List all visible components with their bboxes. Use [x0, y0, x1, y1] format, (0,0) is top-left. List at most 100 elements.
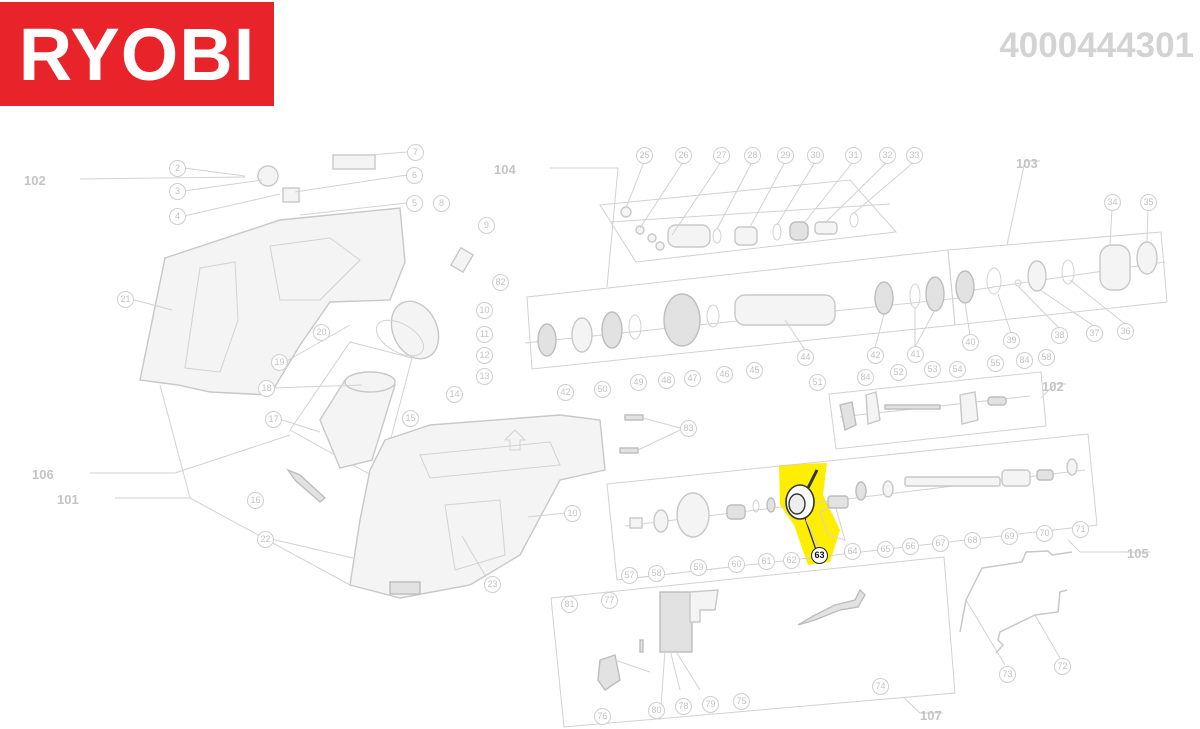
- callout-10[interactable]: 10: [476, 302, 493, 319]
- callout-47[interactable]: 47: [684, 370, 701, 387]
- callout-3[interactable]: 3: [169, 183, 186, 200]
- callout-19[interactable]: 19: [271, 354, 288, 371]
- callout-16[interactable]: 16: [247, 492, 264, 509]
- motor: [319, 371, 396, 469]
- callout-66[interactable]: 66: [902, 538, 919, 555]
- callout-32[interactable]: 32: [879, 147, 896, 164]
- callout-33[interactable]: 33: [906, 147, 923, 164]
- callout-9[interactable]: 9: [478, 217, 495, 234]
- callout-36[interactable]: 36: [1117, 323, 1134, 340]
- callout-58[interactable]: 58: [1038, 349, 1055, 366]
- callout-64[interactable]: 64: [844, 543, 861, 560]
- callout-42[interactable]: 42: [557, 384, 574, 401]
- callout-35[interactable]: 35: [1140, 194, 1157, 211]
- carbon-brush: [624, 414, 644, 421]
- callout-51[interactable]: 51: [809, 374, 826, 391]
- callout-42[interactable]: 42: [867, 347, 884, 364]
- callout-15[interactable]: 15: [402, 410, 419, 427]
- callout-77[interactable]: 77: [601, 592, 618, 609]
- callout-74[interactable]: 74: [872, 678, 889, 695]
- callout-39[interactable]: 39: [1003, 332, 1020, 349]
- group-box-105: [606, 433, 1098, 581]
- callout-62[interactable]: 62: [783, 552, 800, 569]
- callout-81[interactable]: 81: [561, 596, 578, 613]
- callout-61[interactable]: 61: [758, 553, 775, 570]
- callout-67[interactable]: 67: [932, 535, 949, 552]
- callout-46[interactable]: 46: [716, 366, 733, 383]
- callout-27[interactable]: 27: [713, 147, 730, 164]
- callout-60[interactable]: 60: [728, 556, 745, 573]
- callout-14[interactable]: 14: [446, 386, 463, 403]
- callout-30[interactable]: 30: [807, 147, 824, 164]
- callout-17[interactable]: 17: [265, 411, 282, 428]
- callout-52[interactable]: 52: [890, 364, 907, 381]
- callout-26[interactable]: 26: [675, 147, 692, 164]
- group-label-105: 105: [1127, 546, 1149, 561]
- callout-6[interactable]: 6: [406, 167, 423, 184]
- callout-18[interactable]: 18: [258, 380, 275, 397]
- callout-12[interactable]: 12: [476, 347, 493, 364]
- callout-7[interactable]: 7: [407, 144, 424, 161]
- callout-84[interactable]: 84: [857, 369, 874, 386]
- spindle: [734, 294, 836, 326]
- group-label-104: 104: [494, 162, 516, 177]
- callout-59[interactable]: 59: [690, 559, 707, 576]
- callout-45[interactable]: 45: [746, 362, 763, 379]
- callout-49[interactable]: 49: [630, 374, 647, 391]
- callout-71[interactable]: 71: [1072, 521, 1089, 538]
- callout-69[interactable]: 69: [1001, 528, 1018, 545]
- callout-50[interactable]: 50: [594, 381, 611, 398]
- callout-13[interactable]: 13: [476, 368, 493, 385]
- callout-44[interactable]: 44: [797, 349, 814, 366]
- callout-54[interactable]: 54: [949, 361, 966, 378]
- callout-55[interactable]: 55: [987, 355, 1004, 372]
- callout-79[interactable]: 79: [702, 696, 719, 713]
- callout-65[interactable]: 65: [877, 541, 894, 558]
- callout-48[interactable]: 48: [658, 372, 675, 389]
- needle-bearing: [537, 323, 557, 357]
- callout-11[interactable]: 11: [476, 326, 493, 343]
- fan: [390, 300, 440, 360]
- callout-41[interactable]: 41: [907, 346, 924, 363]
- callout-57[interactable]: 57: [621, 567, 638, 584]
- callout-68[interactable]: 68: [964, 532, 981, 549]
- callout-38[interactable]: 38: [1051, 327, 1068, 344]
- callout-40[interactable]: 40: [962, 334, 979, 351]
- group-label-101: 101: [57, 492, 79, 507]
- callout-28[interactable]: 28: [744, 147, 761, 164]
- callout-80[interactable]: 80: [648, 702, 665, 719]
- callout-82[interactable]: 82: [492, 274, 509, 291]
- callout-72[interactable]: 72: [1054, 658, 1071, 675]
- callout-73[interactable]: 73: [999, 666, 1016, 683]
- callout-76[interactable]: 76: [594, 708, 611, 725]
- callout-63[interactable]: 63: [811, 547, 828, 564]
- callout-84[interactable]: 84: [1016, 352, 1033, 369]
- group-label-103: 103: [1016, 156, 1038, 171]
- callout-58[interactable]: 58: [648, 565, 665, 582]
- callout-37[interactable]: 37: [1086, 325, 1103, 342]
- callout-25[interactable]: 25: [636, 147, 653, 164]
- callout-21[interactable]: 21: [117, 291, 134, 308]
- group-box-102b: [828, 371, 1047, 450]
- chuck-part: [449, 246, 475, 274]
- callout-10[interactable]: 10: [564, 505, 581, 522]
- callout-23[interactable]: 23: [484, 576, 501, 593]
- callout-70[interactable]: 70: [1036, 525, 1053, 542]
- callout-34[interactable]: 34: [1104, 194, 1121, 211]
- callout-83[interactable]: 83: [680, 420, 697, 437]
- callout-5[interactable]: 5: [406, 195, 423, 212]
- callout-20[interactable]: 20: [313, 324, 330, 341]
- callout-53[interactable]: 53: [924, 361, 941, 378]
- callout-4[interactable]: 4: [169, 208, 186, 225]
- callout-75[interactable]: 75: [733, 693, 750, 710]
- housing-half-left: [139, 207, 406, 396]
- callout-8[interactable]: 8: [433, 195, 450, 212]
- callout-78[interactable]: 78: [675, 698, 692, 715]
- part-63-clutch: [785, 469, 819, 551]
- callout-31[interactable]: 31: [845, 147, 862, 164]
- locking-sleeve: [1099, 244, 1131, 291]
- callout-22[interactable]: 22: [257, 531, 274, 548]
- callout-2[interactable]: 2: [169, 160, 186, 177]
- callout-29[interactable]: 29: [777, 147, 794, 164]
